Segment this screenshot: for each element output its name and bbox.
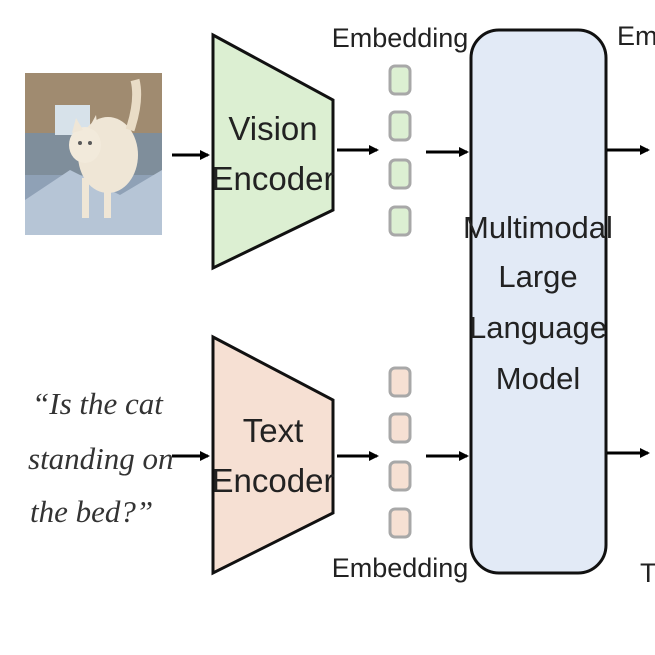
prompt-text-line1: “Is the cat <box>32 386 164 421</box>
embedding-token <box>388 205 412 237</box>
embedding-token <box>388 110 412 142</box>
mllm-line1: Multimodal <box>463 210 613 245</box>
embedding-token <box>388 412 412 444</box>
text-encoder-shape <box>211 334 335 576</box>
prompt-text-line3: the bed?” <box>30 494 153 529</box>
text-encoder: Text Encoder <box>211 334 335 576</box>
vision-encoder-line1: Vision <box>228 110 317 147</box>
text-encoder-line1: Text <box>243 412 304 449</box>
output-top-label: Eml <box>617 21 655 51</box>
mllm-block: Multimodal Large Language Model <box>463 28 613 575</box>
mllm-line2: Large <box>498 259 577 294</box>
embedding-token <box>388 158 412 190</box>
mllm-box <box>469 28 608 575</box>
mllm-line4: Model <box>496 361 580 396</box>
embedding-top-label: Embedding <box>332 23 469 53</box>
embedding-top-tokens <box>388 64 412 237</box>
embedding-bottom-tokens <box>388 366 412 539</box>
embedding-token <box>388 64 412 96</box>
embedding-bottom-label: Embedding <box>332 553 469 583</box>
vision-encoder: Vision Encoder <box>211 32 335 271</box>
text-encoder-line2: Encoder <box>212 462 335 499</box>
vision-encoder-shape <box>211 32 335 271</box>
output-bottom-label: T <box>640 558 655 588</box>
embedding-token <box>388 366 412 398</box>
vision-encoder-line2: Encoder <box>212 160 335 197</box>
embedding-token <box>388 460 412 492</box>
mllm-line3: Language <box>469 310 607 345</box>
embedding-token <box>388 507 412 539</box>
prompt-text-line2: standing on <box>28 441 174 476</box>
cat-photo <box>25 73 162 235</box>
